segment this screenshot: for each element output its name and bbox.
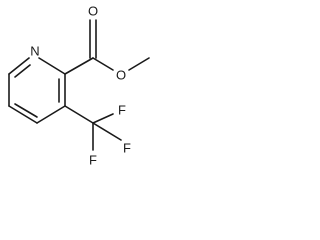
- ring-double-bond-inner-c4-c5: [14, 103, 38, 118]
- ring-bond-c4-c5: [8, 105, 38, 124]
- ring-double-bond-inner-c6-n: [14, 64, 31, 78]
- bond-c3-cf3: [64, 105, 94, 124]
- atom-label-fluorine-bottom: F: [89, 153, 97, 168]
- atom-label-fluorine-right: F: [123, 141, 131, 156]
- atom-label-ring-nitrogen: N: [30, 44, 39, 59]
- bond-c2-carbonyl: [64, 57, 94, 75]
- ring-bond-c3-c4: [36, 105, 66, 124]
- ring-bond-c6-n: [8, 57, 30, 75]
- atom-label-carbonyl-oxygen: O: [88, 4, 98, 19]
- atom-label-ester-oxygen: O: [116, 68, 126, 83]
- bond-ester-o-methyl: [128, 57, 150, 71]
- molecule-structure: N O O F F F: [8, 4, 150, 168]
- atom-label-fluorine-top: F: [118, 103, 126, 118]
- bond-cf3-f-top: [92, 113, 114, 124]
- ring-bond-n-c2: [38, 57, 66, 75]
- bond-carbonyl-ester-o: [92, 57, 114, 71]
- bond-cf3-f-right: [92, 122, 122, 141]
